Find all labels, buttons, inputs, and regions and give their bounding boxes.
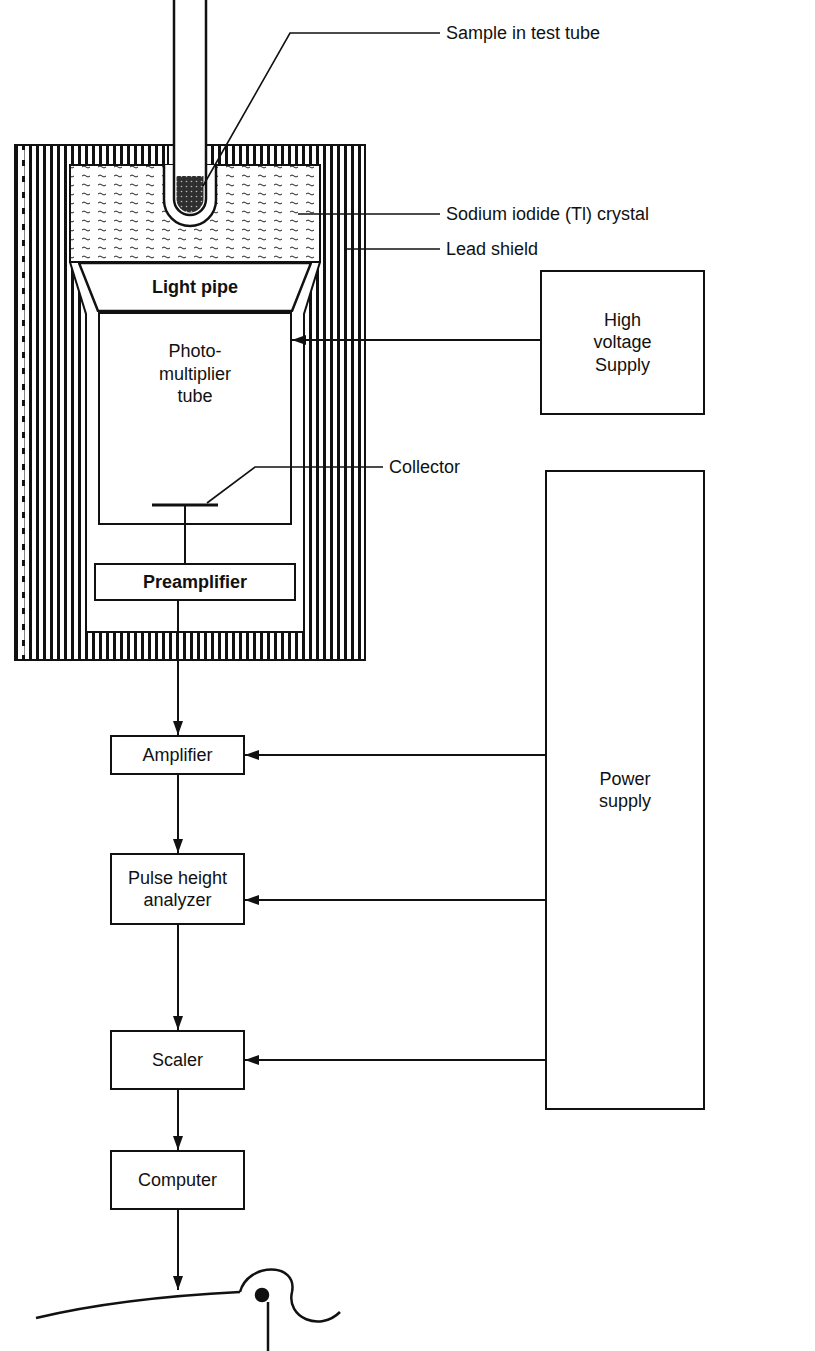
box-label: Power supply [585,768,665,813]
leader-line [203,33,440,186]
collector-lead [184,505,186,526]
box-label: Light pipe [152,276,238,299]
box-label: Scaler [152,1049,203,1072]
signal-arrow [245,754,545,756]
box-label: Photo- multiplier tube [140,340,250,408]
light-pipe-shape [79,263,311,311]
lead-shield [15,145,365,660]
callout-label: Sample in test tube [445,22,601,44]
output-arrow [177,1210,179,1290]
callout-label: Collector [388,456,461,478]
signal-arrow [184,525,186,563]
component-box: Scaler [110,1030,245,1090]
box-label: Amplifier [142,744,212,767]
component-box: Power supply [545,470,705,1110]
shield-seam [22,150,25,655]
chart-recorder [36,1270,340,1351]
leader-line [298,213,440,215]
component-box: High voltage Supply [540,270,705,415]
component-box: Preamplifier [94,563,296,601]
signal-arrow [177,601,179,735]
component-box: Pulse height analyzer [110,853,245,925]
component-box: Photo- multiplier tube [98,312,292,525]
component-box: Amplifier [110,735,245,775]
signal-arrow [177,775,179,853]
signal-arrow [177,925,179,1030]
component-box: Computer [110,1150,245,1210]
signal-arrow [245,1059,545,1061]
box-label: Preamplifier [143,571,247,594]
test-tube [174,0,206,215]
signal-arrow [292,339,540,341]
signal-arrow [245,899,545,901]
leader-line [345,248,440,250]
box-label: High voltage Supply [583,309,663,377]
leader-line [207,467,383,503]
box-label: Pulse height analyzer [118,867,238,912]
box-label: Computer [138,1169,217,1192]
signal-arrow [177,1090,179,1150]
light-pipe: Light pipe [78,262,312,312]
sample [177,176,204,213]
callout-label: Lead shield [445,238,539,260]
callout-label: Sodium iodide (Tl) crystal [445,203,650,225]
